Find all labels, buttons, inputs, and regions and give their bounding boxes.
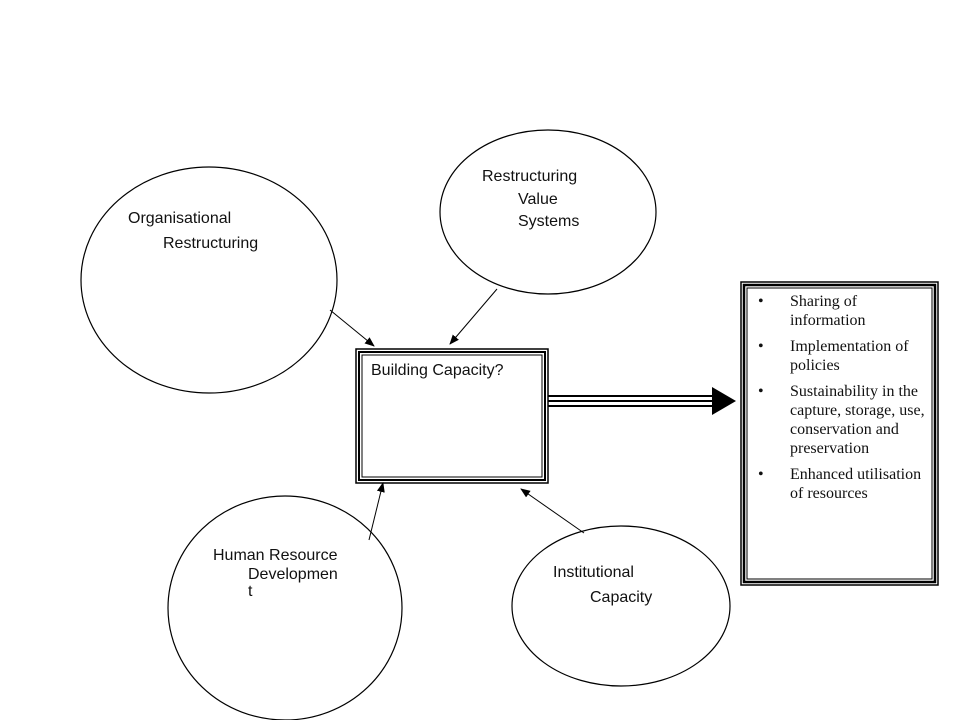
organisational-label-line2: Restructuring [163, 235, 259, 252]
institutional-label-line1: Institutional [553, 564, 634, 581]
outcome-text: Sharing of information [790, 293, 866, 329]
outcome-item: • Implementation of policies [752, 337, 932, 375]
building-capacity-label: Building Capacity? [371, 362, 504, 379]
arrow-human-resource-to-capacity [368, 482, 385, 541]
value-systems-label-line2: Value [518, 191, 558, 208]
organisational-label-line1: Organisational [128, 210, 232, 227]
outcome-text: Implementation of policies [790, 338, 909, 374]
building-capacity-box [355, 348, 549, 484]
institutional-capacity-ellipse [511, 525, 731, 687]
human-resource-label-line2: Developmen [248, 566, 338, 583]
outcome-item: • Sustainability in the capture, storage… [752, 382, 932, 458]
outcomes-box [740, 281, 939, 586]
arrow-capacity-to-outcomes [548, 387, 736, 415]
bullet-icon: • [758, 338, 764, 355]
arrow-value-systems-to-capacity [449, 288, 498, 345]
restructuring-value-systems-ellipse [439, 129, 657, 295]
human-resource-development-ellipse [167, 495, 403, 720]
bullet-icon: • [758, 383, 764, 400]
human-resource-label-line3: t [248, 583, 253, 600]
organisational-restructuring-ellipse [80, 166, 338, 394]
outcome-text: Sustainability in the capture, storage, … [790, 383, 925, 457]
value-systems-label-line3: Systems [518, 213, 580, 230]
value-systems-label-line1: Restructuring [482, 168, 578, 185]
bullet-icon: • [758, 293, 764, 310]
outcome-item: • Sharing of information [752, 292, 932, 330]
human-resource-label-line1: Human Resource [213, 547, 338, 564]
outcome-item: • Enhanced utilisation of resources [752, 465, 932, 503]
outcomes-list: • Sharing of information • Implementatio… [752, 292, 932, 510]
bullet-icon: • [758, 466, 764, 483]
outcome-text: Enhanced utilisation of resources [790, 466, 922, 502]
arrow-organisational-to-capacity [329, 309, 375, 347]
arrow-institutional-to-capacity [520, 488, 585, 534]
institutional-label-line2: Capacity [590, 589, 653, 606]
